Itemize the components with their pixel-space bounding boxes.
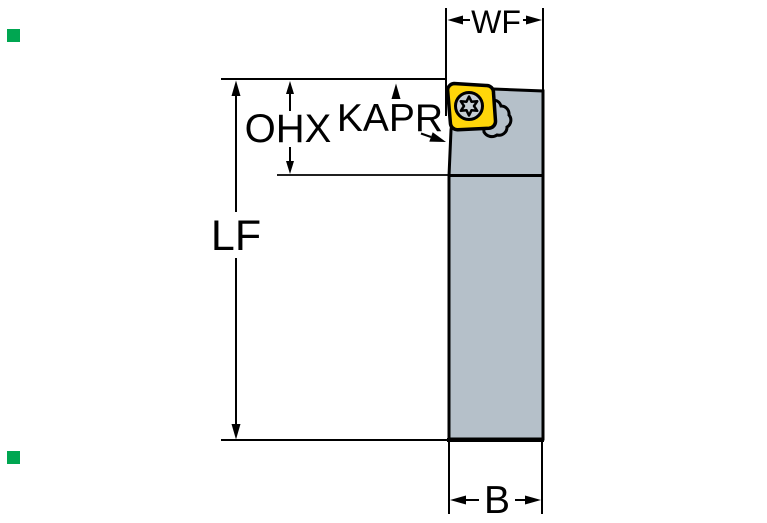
torx-screw-icon [454, 91, 484, 121]
ohx-arrow-down-icon [286, 161, 294, 174]
wf-arrow-left-icon [447, 15, 463, 25]
ohx-arrow-up-icon [286, 81, 294, 94]
ohx-dimension [277, 81, 450, 176]
wf-arrow-right-icon [526, 15, 542, 25]
b-arrow-left-icon [450, 495, 466, 505]
torx-star [459, 95, 479, 117]
lf-label: LF [211, 212, 261, 260]
wf-dimension [445, 8, 544, 116]
b-dimension [448, 442, 543, 514]
lf-arrow-up-icon [231, 80, 241, 96]
b-arrow-right-icon [525, 495, 541, 505]
tool-body [447, 86, 545, 442]
lf-arrow-down-icon [231, 424, 241, 440]
page-marker-top [7, 29, 20, 42]
kapr-arrow-side-icon [429, 132, 446, 142]
page-marker-bottom [7, 451, 20, 464]
kapr-arrow-tail [420, 132, 432, 138]
wf-label: WF [471, 4, 521, 40]
kapr-arrow-up-icon [391, 83, 401, 99]
lf-dimension [221, 80, 449, 441]
kapr-annotation [391, 83, 446, 142]
kapr-label: KAPR [337, 97, 443, 140]
tool-body-outline [447, 86, 545, 441]
b-label: B [484, 479, 510, 522]
ohx-label: OHX [245, 107, 332, 151]
